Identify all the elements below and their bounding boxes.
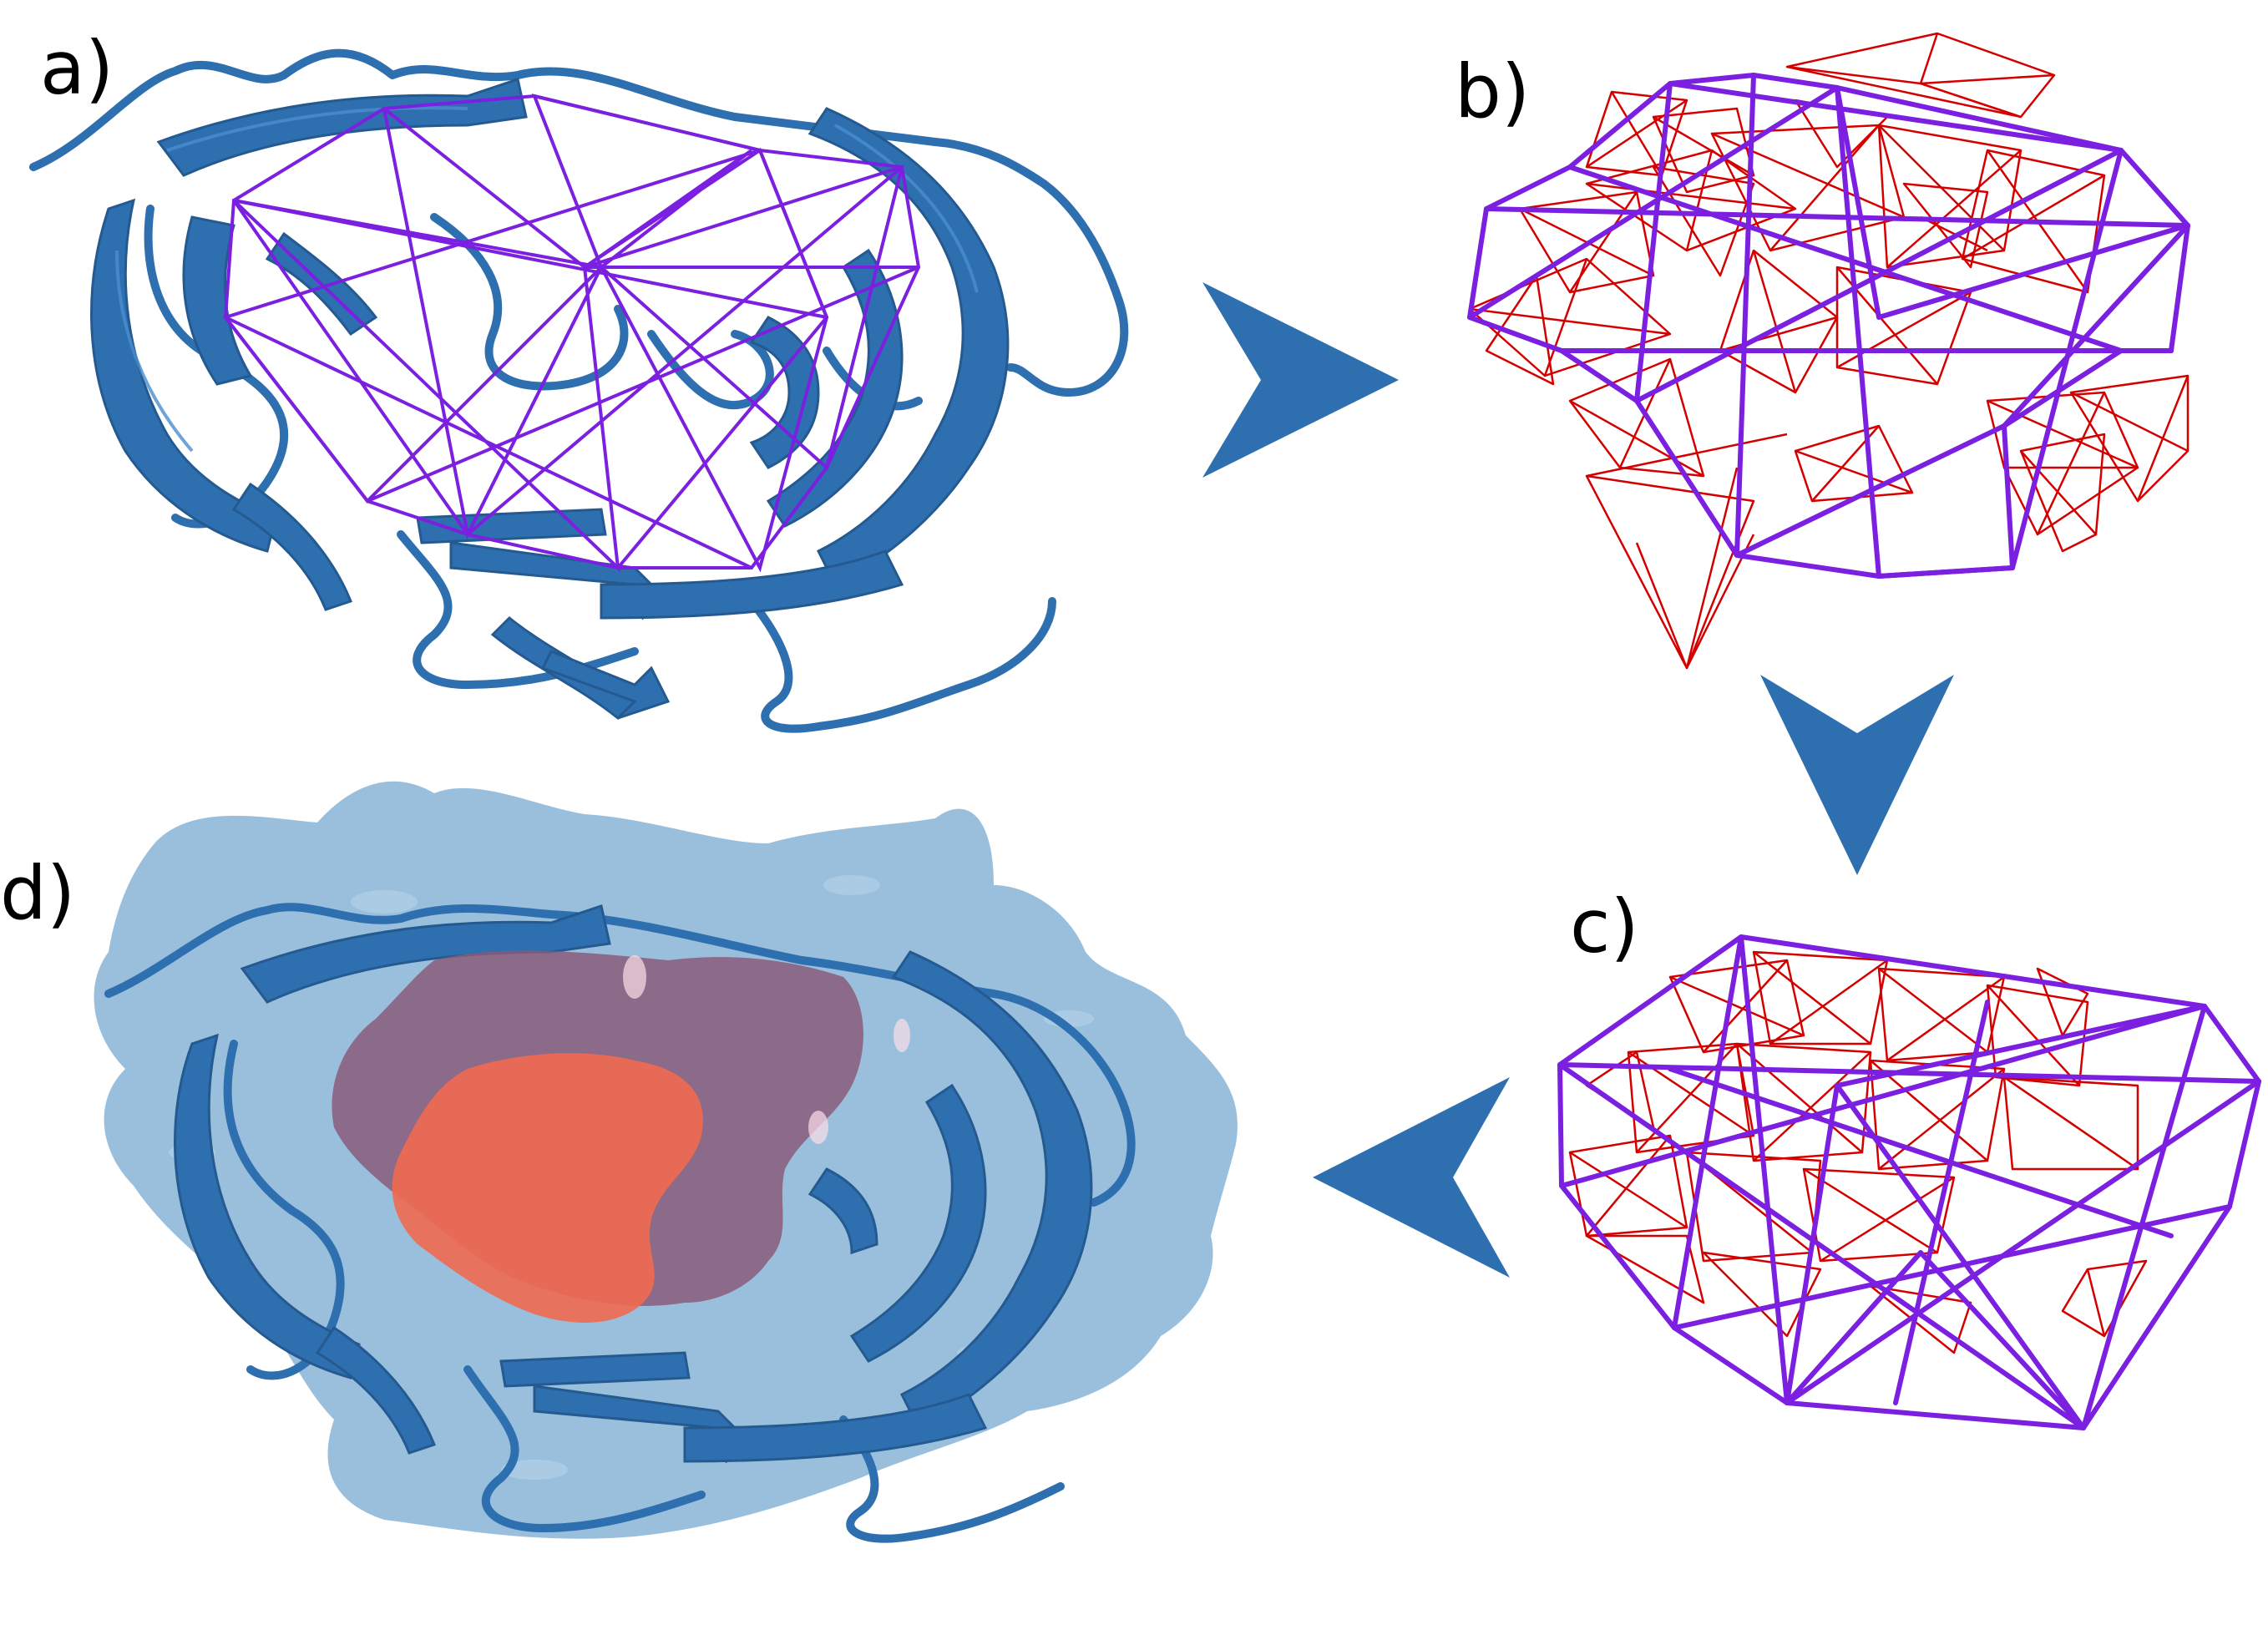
panel-b-tetrahedra [1467, 32, 2190, 670]
arrow-left [1313, 1077, 1510, 1278]
panel-label-a: a) [40, 25, 114, 111]
panel-c-tetrahedra [1557, 934, 2261, 1430]
panel-a-protein [29, 48, 1129, 733]
panel-label-c: c) [1570, 883, 1639, 969]
panel-label-b: b) [1455, 48, 1530, 134]
arrow-down [1760, 675, 1954, 875]
panel-d-surface [94, 781, 1238, 1543]
arrow-right [1202, 282, 1399, 478]
pocket-light [392, 1053, 703, 1323]
panel-label-d: d) [0, 850, 75, 936]
